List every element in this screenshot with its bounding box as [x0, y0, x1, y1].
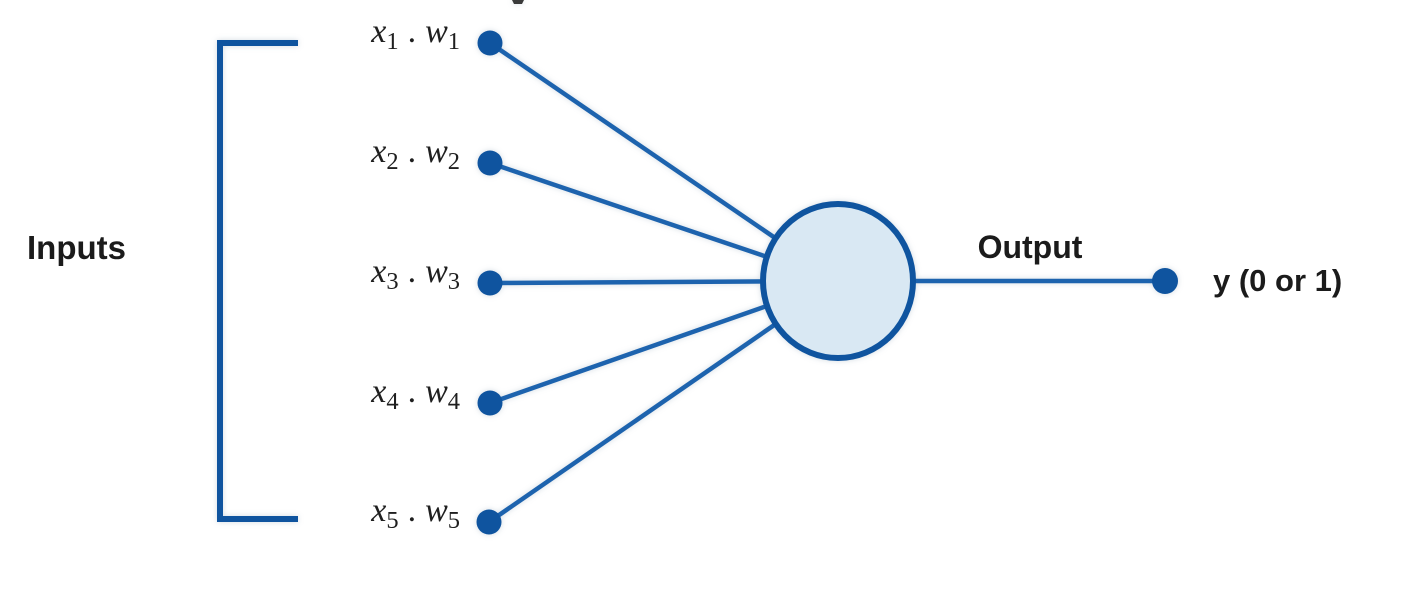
input-label-1: x1.w1 [290, 12, 460, 62]
input-1-w-var: w [425, 13, 448, 50]
input-4-w-sub: 4 [447, 387, 460, 415]
output-caption: Output [977, 229, 1083, 265]
input-5-separator: . [407, 492, 417, 529]
input-label-2: x2.w2 [290, 132, 460, 182]
input-dot-1 [477, 30, 503, 56]
input-5-w-var: w [425, 492, 448, 529]
input-5-w-sub: 5 [447, 506, 460, 534]
input-4-x-var: x [371, 373, 387, 410]
input-1-separator: . [407, 13, 417, 50]
input-1-w-sub: 1 [447, 27, 460, 55]
input-5-x-sub: 5 [386, 506, 399, 534]
input-4-w-var: w [425, 373, 448, 410]
input-3-w-var: w [425, 253, 448, 290]
input-3-x-var: x [371, 253, 387, 290]
input-4-separator: . [407, 373, 417, 410]
input-2-x-sub: 2 [386, 147, 399, 175]
input-2-w-sub: 2 [447, 147, 460, 175]
result-value-label: y (0 or 1) [1213, 263, 1343, 298]
input-3-x-sub: 3 [386, 267, 399, 295]
input-label-4: x4.w4 [290, 372, 460, 422]
input-2-x-var: x [371, 133, 387, 170]
input-3-w-sub: 3 [447, 267, 460, 295]
input-label-3: x3.w3 [290, 252, 460, 302]
input-3-separator: . [407, 253, 417, 290]
neuron-node [760, 201, 916, 361]
input-2-w-var: w [425, 133, 448, 170]
cropped-text-artifact [512, 0, 524, 4]
input-5-x-var: x [371, 492, 387, 529]
inputs-caption: Inputs [27, 229, 126, 266]
input-1-x-var: x [371, 13, 387, 50]
input-2-separator: . [407, 133, 417, 170]
input-dot-3 [477, 270, 503, 296]
input-dot-2 [477, 150, 503, 176]
input-1-x-sub: 1 [386, 27, 399, 55]
input-4-x-sub: 4 [386, 387, 399, 415]
input-dot-5 [476, 509, 502, 535]
inputs-bracket [217, 40, 298, 522]
input-dot-4 [477, 390, 503, 416]
input-label-5: x5.w5 [290, 491, 460, 541]
output-dot [1152, 268, 1178, 294]
